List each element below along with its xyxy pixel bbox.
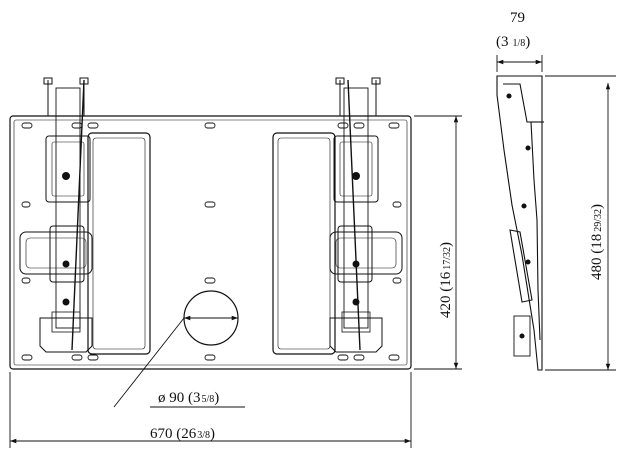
side-view	[496, 75, 544, 371]
side-height-fraction: 29/32	[593, 209, 604, 232]
hole-close: )	[214, 390, 219, 406]
left-bracket	[19, 77, 93, 353]
side-height-close: )	[589, 204, 605, 209]
width-fraction: 3/8	[197, 430, 210, 441]
height-close: )	[438, 242, 454, 247]
side-profile	[496, 75, 543, 371]
front-view	[9, 77, 412, 370]
depth-close: )	[525, 34, 530, 50]
mounting-slots	[21, 122, 402, 361]
width-close: )	[210, 426, 215, 442]
mount-plate	[9, 115, 412, 370]
width-main: 670 (26	[150, 426, 197, 442]
left-window	[87, 132, 151, 355]
side-height-label: 480 (18 29/32)	[589, 204, 605, 280]
height-label: 420 (1617/32)	[438, 242, 454, 318]
width-label: 670 (263/8)	[150, 426, 215, 442]
depth-fraction: 1/8	[513, 38, 526, 49]
depth-sub-main: (3	[496, 34, 509, 50]
height-main: 420 (16	[438, 271, 454, 318]
hole-fraction: 5/8	[202, 394, 215, 405]
depth-sub-label: (3 1/8)	[496, 34, 530, 50]
dimension-labels: 670 (263/8) ø 90 (35/8) 420 (1617/32) 79…	[150, 10, 605, 442]
depth-label: 79	[510, 10, 525, 26]
hole-main: ø 90 (3	[158, 390, 201, 406]
hole-label: ø 90 (35/8)	[158, 390, 219, 406]
dimension-lines	[9, 55, 616, 448]
height-fraction: 17/32	[442, 247, 453, 270]
side-height-main: 480 (18	[589, 234, 605, 280]
hole-leader-line	[113, 317, 185, 408]
right-window	[272, 132, 336, 355]
right-bracket	[329, 77, 403, 353]
